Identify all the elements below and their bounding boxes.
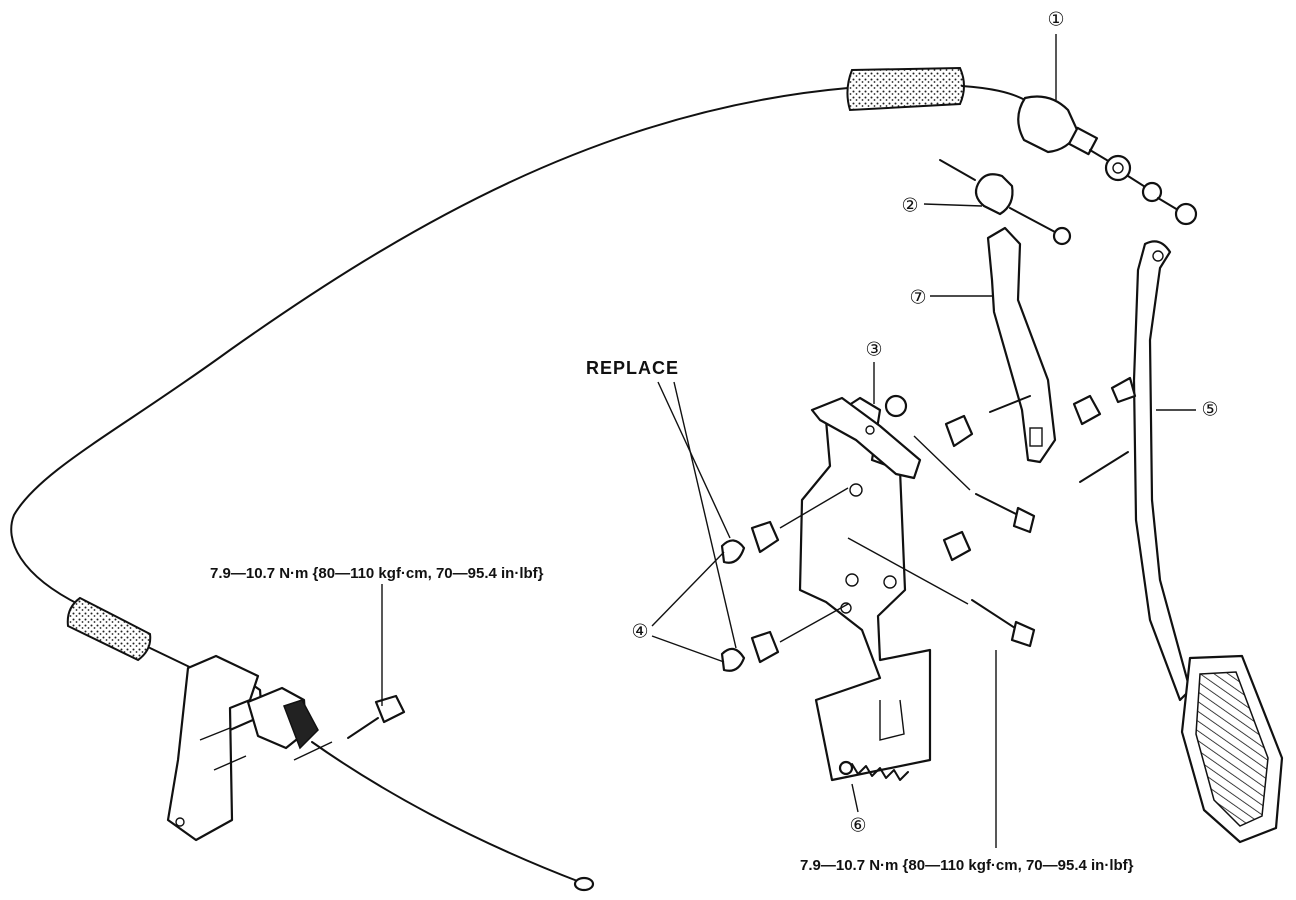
callout-7: ⑦ xyxy=(909,288,926,309)
cable-upper-sleeve xyxy=(846,66,1026,112)
accelerator-pedal-part-5 xyxy=(1110,240,1284,844)
replace-label: REPLACE xyxy=(586,358,679,378)
callout-4: ④ xyxy=(631,622,648,643)
pedal-bracket-part-3 xyxy=(798,394,932,782)
torque-spec-lower: 7.9—10.7 N·m {80—110 kgf·cm, 70—95.4 in·… xyxy=(800,857,1134,874)
callout-2: ② xyxy=(901,196,918,217)
return-spring-part-6 xyxy=(838,760,909,781)
pivot-bushings xyxy=(750,394,1129,664)
callout-5: ⑤ xyxy=(1201,400,1218,421)
pivot-bolts xyxy=(779,435,1036,648)
replace-clips xyxy=(720,539,746,672)
leader-lines xyxy=(381,34,1196,848)
torque-spec-upper: 7.9—10.7 N·m {80—110 kgf·cm, 70—95.4 in·… xyxy=(210,565,544,582)
accelerator-cable xyxy=(10,66,1026,673)
cable-lower-sleeve xyxy=(66,596,201,673)
callout-6: ⑥ xyxy=(849,816,866,837)
cable-pedal-end xyxy=(1017,95,1198,226)
cable-mounting-bracket xyxy=(166,654,406,842)
bracket-arm-part-7 xyxy=(986,226,1057,464)
callout-3: ③ xyxy=(865,340,882,361)
cable-bushing-part-2 xyxy=(939,159,1072,246)
callout-1: ① xyxy=(1047,10,1064,31)
